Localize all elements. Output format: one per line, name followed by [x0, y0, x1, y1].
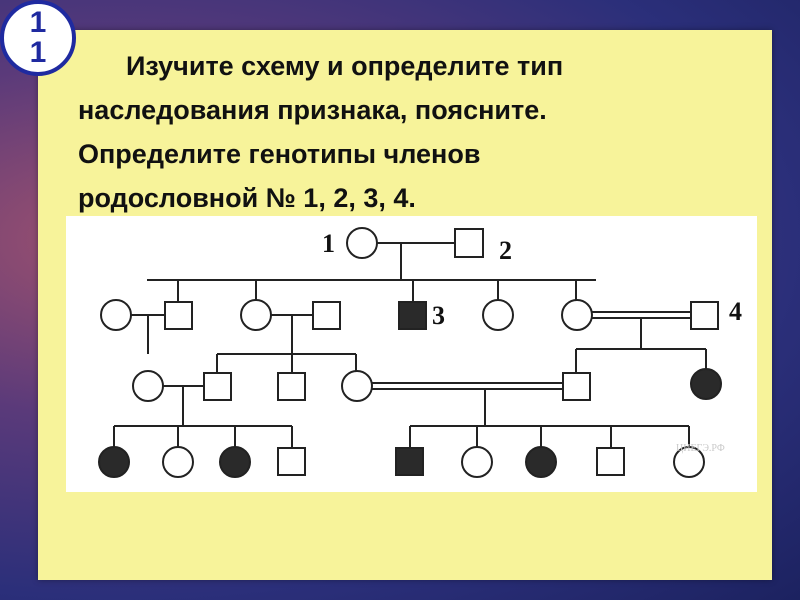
gen3-female-2	[341, 370, 373, 402]
gen3-male-3	[562, 372, 591, 401]
gen2-male-spouse-1	[164, 301, 193, 330]
label-4: 4	[729, 297, 742, 326]
gen4-female-1	[162, 446, 194, 478]
pedigree-diagram: 1 2 3 4 ЦИЕГЭ.РФ	[66, 216, 757, 492]
gen4-male-2	[596, 447, 625, 476]
individual-4-male	[690, 301, 719, 330]
slide-number-badge: 11	[0, 0, 76, 76]
gen4-female-affected-3	[525, 446, 557, 478]
task-line-4: родословной № 1, 2, 3, 4.	[78, 183, 416, 213]
pedigree-individuals	[98, 227, 722, 478]
task-text: Изучите схему и определите тип наследова…	[78, 44, 718, 220]
task-line-2: наследования признака, поясните.	[78, 95, 547, 125]
gen3-female-1	[132, 370, 164, 402]
individual-1-female	[346, 227, 378, 259]
gen2-female-2	[240, 299, 272, 331]
gen3-female-affected	[690, 368, 722, 400]
label-1: 1	[322, 229, 335, 258]
gen4-male-1	[277, 447, 306, 476]
gen2-male-spouse-2	[312, 301, 341, 330]
gen2-female-1	[100, 299, 132, 331]
gen3-male-2	[277, 372, 306, 401]
pedigree-svg: 1 2 3 4 ЦИЕГЭ.РФ	[98, 227, 742, 478]
label-3: 3	[432, 301, 445, 330]
gen2-female-3	[482, 299, 514, 331]
gen4-female-affected-1	[98, 446, 130, 478]
task-line-3: Определите генотипы членов	[78, 139, 481, 169]
slide-number: 11	[29, 6, 47, 69]
gen4-male-affected	[395, 447, 424, 476]
individual-3-male-affected	[398, 301, 427, 330]
individual-2-male	[454, 228, 484, 258]
watermark: ЦИЕГЭ.РФ	[676, 443, 725, 454]
gen4-female-3	[673, 446, 705, 478]
gen2-female-4	[561, 299, 593, 331]
task-line-1: Изучите схему и определите тип	[126, 51, 564, 81]
gen3-male-1	[203, 372, 232, 401]
label-2: 2	[499, 236, 512, 265]
pedigree-lines	[113, 242, 707, 447]
gen4-female-2	[461, 446, 493, 478]
pedigree-labels: 1 2 3 4	[322, 229, 742, 330]
gen4-female-affected-2	[219, 446, 251, 478]
